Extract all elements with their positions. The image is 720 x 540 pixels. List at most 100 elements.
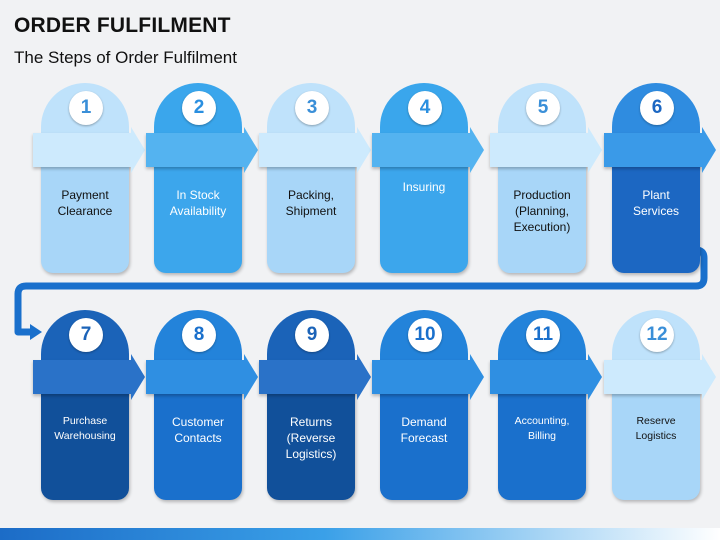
step-label-line: Services	[632, 204, 679, 218]
step-label-line: Forecast	[400, 431, 448, 445]
step-number: 4	[408, 91, 442, 125]
step-label-line: Customer	[171, 415, 224, 429]
step-label-line: Packing,	[287, 188, 335, 202]
step-arrow-head	[244, 127, 258, 173]
step-number: 8	[182, 318, 216, 352]
step-arrow-band	[259, 133, 357, 167]
step-number: 10	[408, 318, 442, 352]
step-label-line: Availability	[169, 204, 227, 218]
step-arrow-band	[33, 133, 131, 167]
step-arrow-band	[372, 133, 470, 167]
step-arrow-band	[259, 360, 357, 394]
step-label-line: Clearance	[57, 204, 113, 218]
step-label-line: Logistics)	[285, 447, 337, 461]
step-label: Accounting, Billing	[498, 414, 586, 444]
step-number: 11	[526, 318, 560, 352]
step-body	[154, 390, 242, 500]
step-body	[380, 390, 468, 500]
step-arrow-band	[146, 133, 244, 167]
step-arrow-band	[604, 133, 702, 167]
step-body	[41, 163, 129, 273]
step-arrow-band	[33, 360, 131, 394]
step-number: 7	[69, 318, 103, 352]
step-body	[154, 163, 242, 273]
step-label-line: Billing	[527, 430, 556, 442]
step-number: 1	[69, 91, 103, 125]
step-body	[498, 163, 586, 273]
step-body	[612, 390, 700, 500]
step-arrow-head	[357, 127, 371, 173]
step-arrow-head	[131, 127, 145, 173]
step-number: 12	[640, 318, 674, 352]
step-label-line: Reserve	[636, 415, 676, 427]
step-label-line: (Planning,	[514, 204, 570, 218]
step-arrow-head	[588, 127, 602, 173]
step-number: 3	[295, 91, 329, 125]
step-body	[380, 163, 468, 273]
step-label-line: Purchase	[62, 415, 108, 427]
step-label-line: Production	[513, 188, 571, 202]
step-arrow-head	[244, 354, 258, 400]
step-arrow-band	[146, 360, 244, 394]
step-label-line: In Stock	[176, 188, 220, 202]
step-number: 6	[640, 91, 674, 125]
step-number: 5	[526, 91, 560, 125]
step-arrow-band	[604, 360, 702, 394]
step-arrow-band	[490, 360, 588, 394]
step-arrow-head	[357, 354, 371, 400]
step-arrow-head	[131, 354, 145, 400]
step-label-line: Warehousing	[54, 430, 116, 442]
step-body	[41, 390, 129, 500]
step-label: Insuring	[380, 179, 468, 195]
step-arrow-head	[470, 127, 484, 173]
step-label-line: (Reverse	[286, 431, 336, 445]
step-arrow-head	[702, 354, 716, 400]
step-arrow-band	[490, 133, 588, 167]
footer-bar	[0, 528, 720, 540]
step-label-line: Shipment	[285, 204, 337, 218]
step-label: Packing, Shipment	[267, 187, 355, 219]
step-number: 9	[295, 318, 329, 352]
step-body	[267, 390, 355, 500]
step-body	[612, 163, 700, 273]
page-title: ORDER FULFILMENT	[14, 14, 231, 37]
step-label-line: Contacts	[174, 431, 222, 445]
page-subtitle: The Steps of Order Fulfilment	[14, 48, 237, 67]
step-label-line: Demand	[401, 415, 447, 429]
step-label-line: Insuring	[402, 180, 446, 194]
step-label-line: Payment	[61, 188, 109, 202]
step-body	[498, 390, 586, 500]
step-arrow-band	[372, 360, 470, 394]
step-label: Production (Planning, Execution)	[498, 187, 586, 235]
step-label-line: Accounting,	[514, 415, 570, 427]
step-arrow-head	[470, 354, 484, 400]
step-arrow-head	[702, 127, 716, 173]
step-body	[267, 163, 355, 273]
step-label-line: Logistics	[635, 430, 677, 442]
step-label-line: Execution)	[513, 220, 571, 234]
step-label-line: Plant	[642, 188, 670, 202]
step-label-line: Returns	[289, 415, 333, 429]
step-number: 2	[182, 91, 216, 125]
step-arrow-head	[588, 354, 602, 400]
